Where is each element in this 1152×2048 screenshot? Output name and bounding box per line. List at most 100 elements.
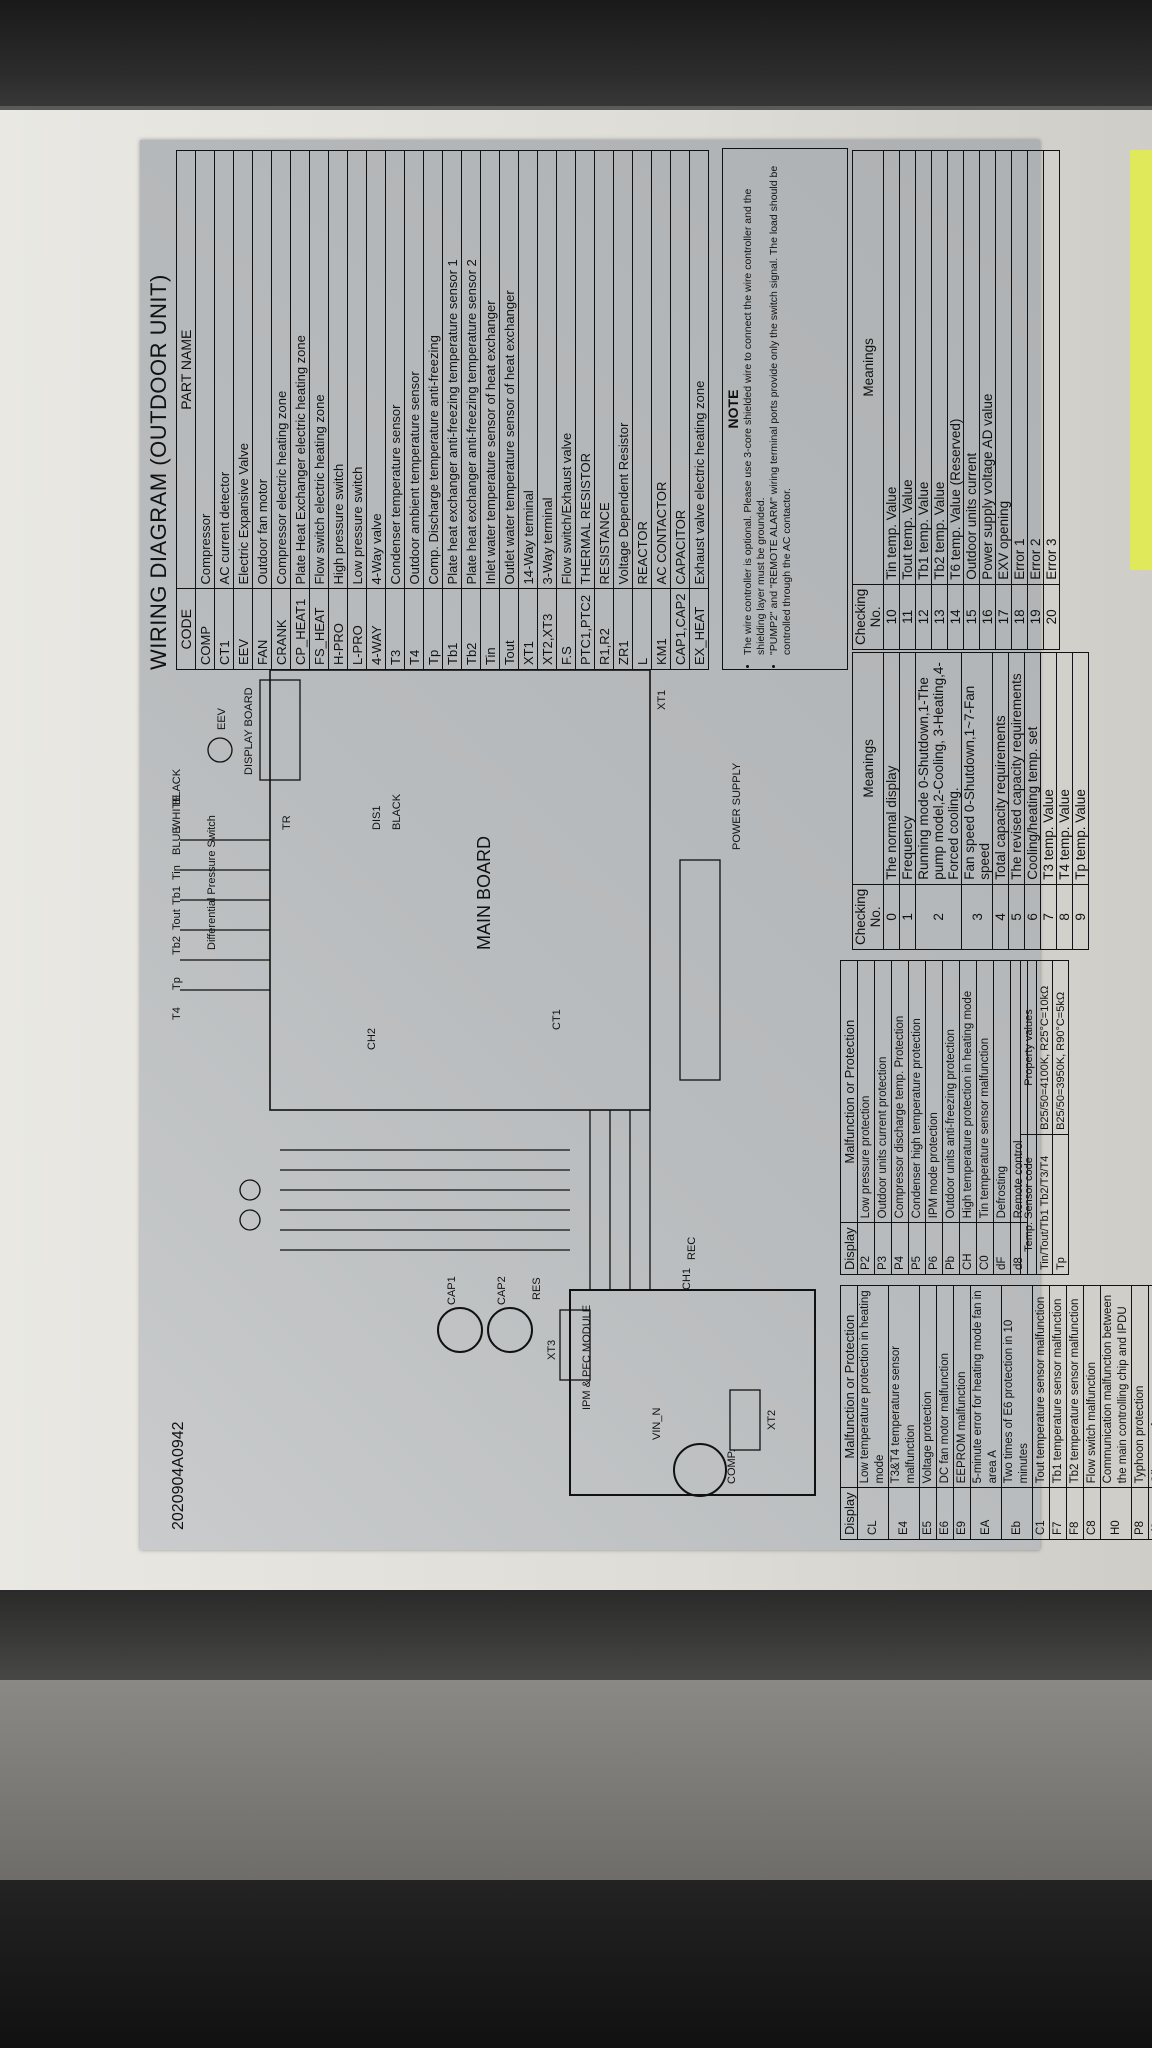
checking-row-text: Error 1 [1011,150,1028,585]
checking-row-text: Cooling/heating temp. set [1024,652,1041,885]
parts-row-code: CAP1,CAP2 [670,588,690,670]
sensor-tb1-label: WHITE [171,795,183,830]
malfunction-row-text: Compressor discharge temp. Protection [891,960,909,1223]
xt3-terminal [559,1309,591,1381]
note-list: The wire controller is optional. Please … [742,149,794,669]
parts-row-code: L-PRO [347,588,367,670]
sensor-tout-label: BLUE [171,826,183,855]
xt1-terminal [679,859,721,1081]
parts-row-code: H-PRO [328,588,348,670]
checking-row-text: Tb1 temp. Value [915,150,932,585]
malfunction-row-code: P3 [874,1222,892,1275]
checking-row-code: 12 [915,584,932,650]
checking-row-text: Total capacity requirements [992,652,1009,885]
malfunction-row-code: Eb [1001,1487,1033,1540]
parts-row-text: Inlet water temperature sensor of heat e… [480,150,500,589]
malfunction-row-code: F7 [1049,1487,1067,1540]
checking-row-code: 16 [979,584,996,650]
parts-header-name: PART NAME [176,150,196,589]
panel-shadow [0,1590,1152,1680]
checking-row-code: 14 [947,584,964,650]
checking-row-text: EXV opening [995,150,1012,585]
parts-row-code: KM1 [651,588,671,670]
malfunction-row-code: H0 [1100,1487,1132,1540]
diagram-title: WIRING DIAGRAM (OUTDOOR UNIT) [146,274,171,670]
parts-row-text: Outdoor fan motor [252,150,272,589]
foam-top [0,0,1152,120]
parts-row-code: EX_HEAT [689,588,709,670]
tr-label: TR [281,815,293,830]
malfunction-row-code: P2 [857,1222,875,1275]
malfunction-row-text: 5-minute error for heating mode fan in a… [970,1285,1002,1488]
malfunction-row-code: C1 [1032,1487,1050,1540]
load-wires [280,1149,570,1251]
sensor-header-values: Property values [1020,960,1037,1135]
dis1-label: DIS1 [371,806,383,830]
checking-row-text: The revised capacity requirements [1008,652,1025,885]
parts-row-code: XT2,XT3 [537,588,557,670]
parts-row-text: 4-Way valve [366,150,386,589]
sensor-value: B25/50=4100K, R25°C=10kΩ [1036,960,1053,1135]
malfunction-row-text: EEPROM malfunction [953,1285,971,1488]
malfunction-header-display: Display [840,1487,858,1540]
parts-row-text: Plate heat exchanger anti-freezing tempe… [442,150,462,589]
malfunction-row-code: Pb [942,1222,960,1275]
sensor-tb2-label: Tin [171,865,183,880]
parts-row-code: CRANK [271,588,291,670]
malfunction-row-code: CH [959,1222,977,1275]
parts-row-text: Outlet water temperature sensor of heat … [499,150,519,589]
checking-row-code: 10 [883,584,900,650]
checking-row-text: Tout temp. Value [899,150,916,585]
parts-row-text: Plate heat exchanger anti-freezing tempe… [461,150,481,589]
malfunction-header-display: Display [840,1222,858,1275]
malfunction-row-text: IPM mode protection [925,960,943,1223]
bus-wires [589,1110,651,1290]
lpro-label: Tp [171,977,183,990]
checking-row-code: 2 [915,884,962,950]
parts-row-text: Compressor [195,150,215,589]
note-title: NOTE [725,389,741,429]
sensor-header-code: Temp. Sensor code [1020,1134,1037,1275]
cap1-symbol [437,1307,483,1353]
malfunction-row-text: Tout temperature sensor malfunction [1032,1285,1050,1488]
parts-row-text: AC CONTACTOR [651,150,671,589]
power-supply-label: POWER SUPPLY [731,762,743,850]
main-board-box [269,670,651,1111]
pump-symbol [239,1209,261,1231]
checking-row-text: Running mode 0-Shutdown,1-The pump model… [915,652,962,885]
parts-row-code: T3 [385,588,405,670]
checking-row-text: Outdoor units current [963,150,980,585]
parts-row-text: Comp. Discharge temperature anti-freezin… [423,150,443,589]
malfunction-row-text: Voltage protection [919,1285,937,1488]
parts-row-code: Tb1 [442,588,462,670]
note-item: "PUMP2" and "REMOTE ALARM" wiring termin… [768,155,794,655]
parts-row-text: AC current detector [214,150,234,589]
